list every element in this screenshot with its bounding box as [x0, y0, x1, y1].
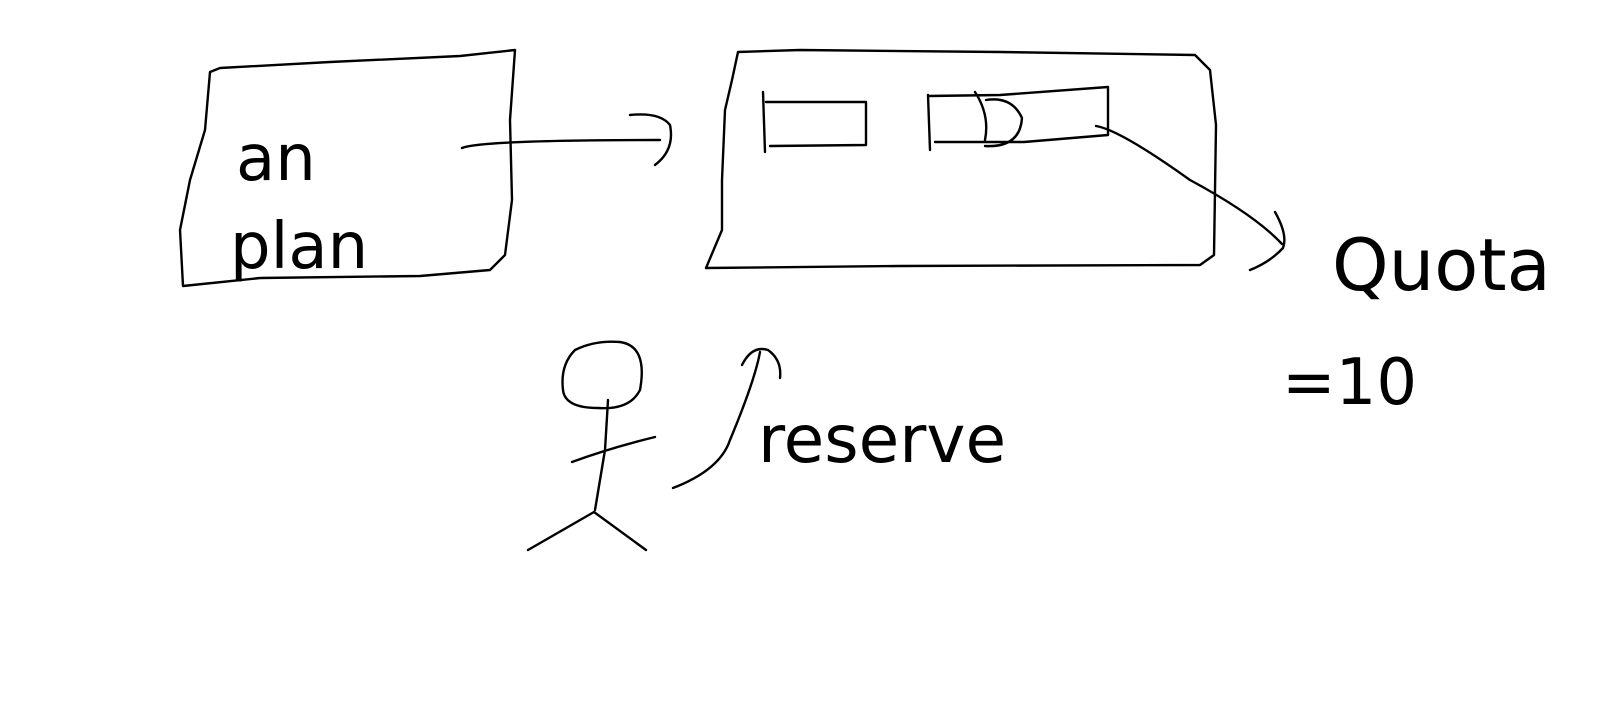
stick-figure-head — [561, 340, 643, 410]
left-box: an plan — [178, 48, 517, 288]
actor-action-label: reserve — [758, 401, 1006, 478]
quota-label: Quota — [1332, 223, 1551, 307]
arrow-left-to-right — [460, 113, 673, 167]
right-box-outline — [704, 48, 1218, 270]
quota-value: =10 — [1282, 346, 1417, 420]
stick-figure-arms — [570, 435, 657, 464]
input-field-1 — [761, 90, 868, 154]
left-box-line-2: plan — [230, 210, 368, 284]
stick-figure-user — [526, 340, 657, 552]
stick-figure-body — [593, 398, 610, 512]
arrow-figure-to-reserve — [671, 347, 782, 490]
input-field-2 — [926, 85, 1110, 152]
stick-figure-legs — [526, 510, 648, 552]
arrow-field-to-quota — [1094, 124, 1286, 272]
left-box-outline — [178, 48, 517, 288]
right-box — [704, 48, 1218, 270]
left-box-line-1: an — [236, 122, 316, 196]
